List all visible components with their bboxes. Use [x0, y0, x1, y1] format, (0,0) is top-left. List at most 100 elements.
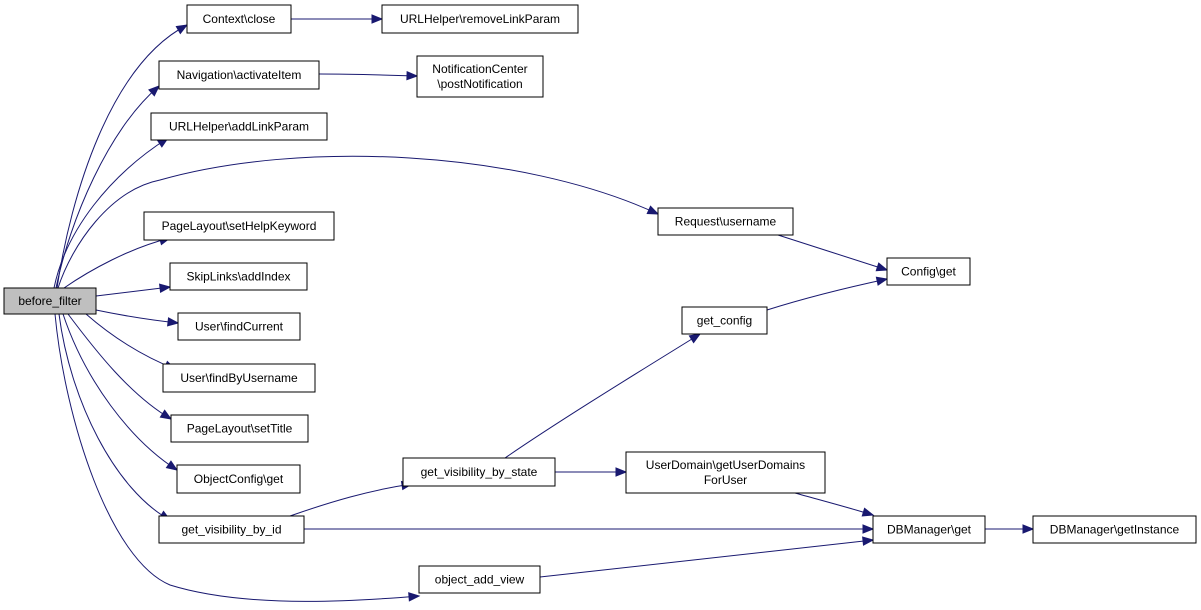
node-skiplinks_addindex[interactable]: SkipLinks\addIndex — [169, 262, 308, 291]
node-label: DBManager\getInstance — [1050, 523, 1180, 537]
node-box[interactable] — [177, 312, 301, 341]
edge-line — [63, 237, 171, 289]
node-box[interactable] — [402, 457, 556, 487]
node-label: DBManager\get — [887, 523, 972, 537]
node-label: before_filter — [18, 294, 81, 308]
node-label: UserDomain\getUserDomains — [646, 458, 805, 472]
node-get_config[interactable]: get_config — [681, 306, 768, 335]
edge-arrowhead — [862, 536, 875, 546]
node-box[interactable] — [176, 464, 301, 494]
node-box[interactable] — [3, 287, 97, 315]
node-pagelayout_settitle[interactable]: PageLayout\setTitle — [170, 414, 309, 443]
node-box[interactable] — [381, 4, 579, 34]
edges-layer — [53, 14, 1035, 602]
node-label: Context\close — [203, 12, 276, 26]
edge-line — [318, 73, 418, 77]
node-label: get_visibility_by_id — [181, 523, 281, 537]
edge-before_filter-to-pagelayout_sethelpkeyword — [63, 236, 172, 289]
edge-arrowhead — [165, 460, 179, 471]
node-label: NotificationCenter — [432, 62, 527, 76]
node-box[interactable] — [186, 4, 292, 34]
node-dbmanager_getinstance[interactable]: DBManager\getInstance — [1032, 515, 1197, 544]
edge-line — [766, 278, 888, 311]
edge-arrowhead — [861, 507, 875, 517]
node-request_username[interactable]: Request\username — [657, 207, 794, 236]
node-label: object_add_view — [435, 573, 525, 587]
node-box[interactable] — [418, 565, 541, 594]
edge-arrowhead — [862, 524, 875, 534]
edge-arrowhead — [406, 70, 419, 81]
edge-get_visibility_by_state-to-get_config — [504, 333, 702, 459]
edge-line — [55, 85, 160, 289]
edge-before_filter-to-get_visibility_by_id — [58, 313, 172, 521]
node-box[interactable] — [143, 211, 335, 241]
edge-arrowhead — [167, 317, 180, 327]
edge-navigation_activateitem-to-notificationcenter_postnotification — [318, 70, 419, 81]
node-box[interactable] — [681, 306, 768, 335]
edge-line — [67, 313, 172, 420]
node-label: \postNotification — [437, 77, 522, 91]
node-config_get[interactable]: Config\get — [886, 257, 971, 286]
node-box[interactable] — [150, 112, 328, 141]
node-get_visibility_by_id[interactable]: get_visibility_by_id — [158, 515, 305, 544]
edge-line — [95, 309, 179, 324]
node-label: PageLayout\setTitle — [187, 422, 293, 436]
node-pagelayout_sethelpkeyword[interactable]: PageLayout\setHelpKeyword — [143, 211, 335, 241]
edge-line — [56, 24, 188, 289]
node-user_findcurrent[interactable]: User\findCurrent — [177, 312, 301, 341]
edge-arrowhead — [175, 24, 189, 35]
node-label: Navigation\activateItem — [177, 68, 302, 82]
node-box[interactable] — [158, 515, 305, 544]
node-box[interactable] — [625, 451, 826, 494]
node-label: Config\get — [901, 265, 956, 279]
node-urlhelper_addlinkparam[interactable]: URLHelper\addLinkParam — [150, 112, 328, 141]
node-label: ObjectConfig\get — [194, 472, 284, 486]
edge-dbmanager_get-to-dbmanager_getinstance — [985, 524, 1035, 534]
node-user_findbyusername[interactable]: User\findByUsername — [162, 363, 316, 393]
node-box[interactable] — [657, 207, 794, 236]
edge-line — [54, 313, 420, 602]
node-box[interactable] — [886, 257, 971, 286]
edge-before_filter-to-request_username — [57, 155, 660, 289]
edge-before_filter-to-skiplinks_addindex — [95, 283, 172, 297]
node-before_filter[interactable]: before_filter — [3, 287, 97, 315]
edge-line — [58, 313, 171, 521]
edge-before_filter-to-context_close — [56, 24, 189, 289]
edge-get_visibility_by_id-to-get_visibility_by_state — [289, 480, 414, 517]
node-label: User\findCurrent — [195, 320, 284, 334]
node-get_visibility_by_state[interactable]: get_visibility_by_state — [402, 457, 556, 487]
edge-arrowhead — [159, 409, 173, 420]
edge-before_filter-to-navigation_activateitem — [55, 85, 160, 289]
node-box[interactable] — [872, 515, 986, 544]
edge-arrowhead — [875, 276, 889, 286]
node-box[interactable] — [169, 262, 308, 291]
node-box[interactable] — [170, 414, 309, 443]
node-dbmanager_get[interactable]: DBManager\get — [872, 515, 986, 544]
edge-arrowhead — [875, 262, 889, 272]
node-box[interactable] — [416, 55, 544, 98]
edge-line — [289, 483, 413, 517]
node-box[interactable] — [158, 60, 320, 90]
node-context_close[interactable]: Context\close — [186, 4, 292, 34]
edge-arrowhead — [371, 14, 384, 24]
edge-arrowhead — [1022, 524, 1035, 534]
edge-arrowhead — [408, 592, 421, 602]
edge-get_visibility_by_id-to-dbmanager_get — [304, 524, 875, 534]
edge-before_filter-to-user_findcurrent — [95, 309, 180, 327]
node-object_add_view[interactable]: object_add_view — [418, 565, 541, 594]
node-urlhelper_removelinkparam[interactable]: URLHelper\removeLinkParam — [381, 4, 579, 34]
node-objectconfig_get[interactable]: ObjectConfig\get — [176, 464, 301, 494]
node-box[interactable] — [162, 363, 316, 393]
edge-line — [85, 313, 176, 370]
node-notificationcenter_postnotification[interactable]: NotificationCenter\postNotification — [416, 55, 544, 98]
node-box[interactable] — [1032, 515, 1197, 544]
edge-context_close-to-urlhelper_removelinkparam — [291, 14, 384, 24]
node-label: URLHelper\removeLinkParam — [400, 12, 560, 26]
node-label: URLHelper\addLinkParam — [169, 120, 309, 134]
node-navigation_activateitem[interactable]: Navigation\activateItem — [158, 60, 320, 90]
edge-arrowhead — [646, 205, 660, 215]
edge-line — [57, 155, 659, 289]
edge-before_filter-to-objectconfig_get — [62, 313, 179, 471]
